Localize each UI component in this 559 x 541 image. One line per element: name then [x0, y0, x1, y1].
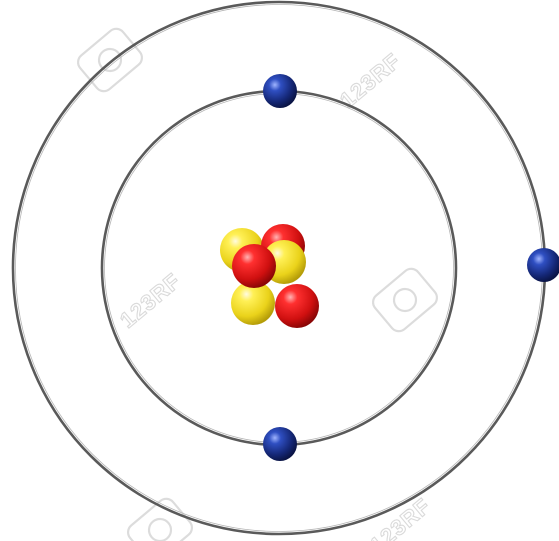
watermark-mark	[126, 497, 194, 541]
watermark-text: 123RF	[115, 268, 185, 333]
watermark-mark: 123RF	[115, 267, 187, 333]
electrons	[263, 74, 559, 461]
electron-inner-top	[263, 74, 297, 108]
watermark-mark	[371, 267, 439, 333]
watermark-mark	[76, 27, 144, 93]
proton	[275, 284, 319, 328]
electron-inner-bottom	[263, 427, 297, 461]
proton	[232, 244, 276, 288]
neutron	[231, 281, 275, 325]
electron-outer-right	[527, 248, 559, 282]
nucleus	[220, 224, 319, 328]
